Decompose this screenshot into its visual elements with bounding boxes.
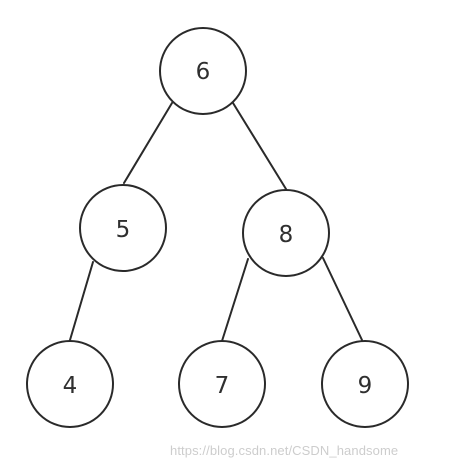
- node-circle: [321, 340, 409, 428]
- node-label: 5: [116, 217, 131, 243]
- edge-8-7: [221, 258, 249, 342]
- tree-node-9: 9: [321, 340, 409, 428]
- node-circle: [242, 189, 330, 277]
- edge-6-5: [123, 102, 173, 184]
- node-circle: [178, 340, 266, 428]
- node-label: 6: [196, 59, 211, 85]
- node-label: 7: [215, 373, 230, 399]
- tree-node-7: 7: [178, 340, 266, 428]
- edge-8-9: [322, 257, 363, 341]
- node-label: 4: [63, 373, 78, 399]
- node-circle: [26, 340, 114, 428]
- node-label: 9: [358, 373, 373, 399]
- tree-node-6: 6: [159, 27, 247, 115]
- tree-node-4: 4: [26, 340, 114, 428]
- watermark-url: https://blog.csdn.net/CSDN_handsome: [170, 443, 399, 458]
- node-label: 8: [279, 222, 294, 248]
- tree-node-5: 5: [79, 184, 167, 272]
- node-circle: [79, 184, 167, 272]
- node-circle: [159, 27, 247, 115]
- edge-5-4: [69, 261, 94, 341]
- edge-6-8: [232, 102, 287, 190]
- tree-node-8: 8: [242, 189, 330, 277]
